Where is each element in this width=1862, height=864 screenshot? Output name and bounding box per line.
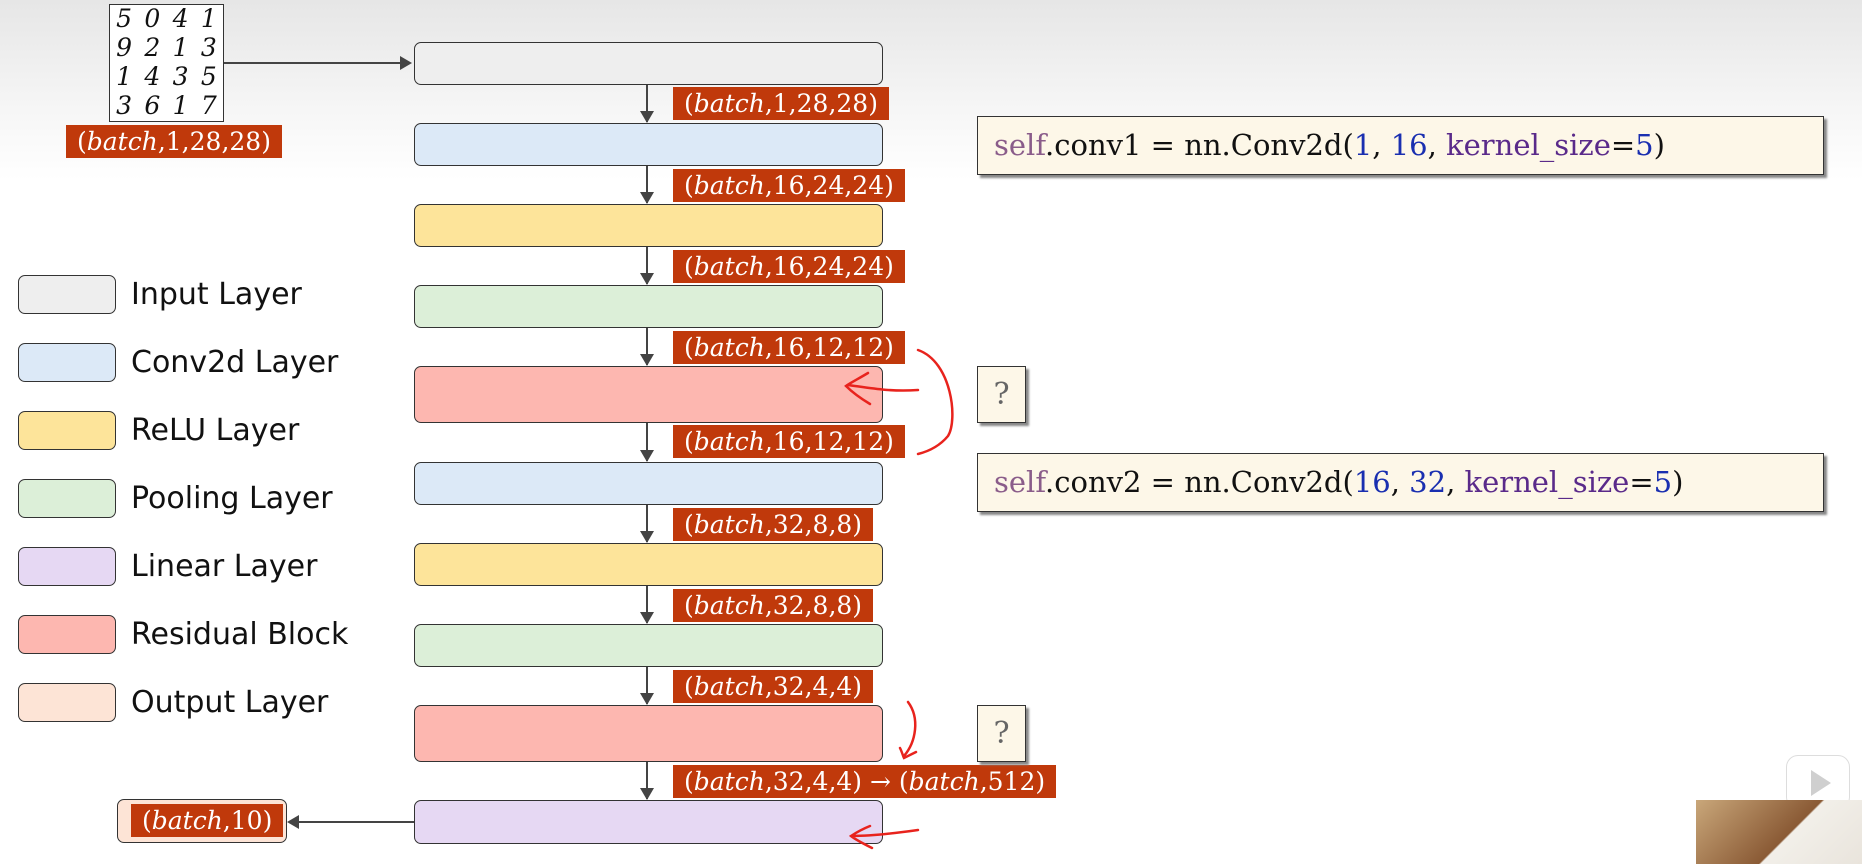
digit: 3 [200,33,217,62]
code-conv1: self.conv1 = nn.Conv2d(1, 16, kernel_siz… [977,116,1824,175]
legend-label-linear: Linear Layer [131,549,318,584]
digit: 2 [144,33,161,62]
legend-label-input: Input Layer [131,277,302,312]
pooling-layer-block-2 [414,624,883,667]
flow-arrow [640,166,654,204]
legend-swatch-relu [18,411,116,450]
flow-arrow [640,247,654,285]
input-layer-block [414,42,883,85]
digit: 1 [116,62,133,91]
digit: 5 [200,62,217,91]
digit: 1 [172,91,189,120]
legend-swatch-pooling [18,479,116,518]
digit: 1 [172,33,189,62]
flow-arrow [640,505,654,543]
conv2d-layer-block-2 [414,462,883,505]
question-box-residual-2: ? [977,705,1026,762]
shape-label: (batch,16,12,12) [673,425,905,458]
shape-label: (batch,32,8,8) [673,589,874,622]
legend-swatch-output [18,683,116,722]
digit: 6 [144,91,161,120]
digit: 0 [144,4,161,33]
flow-arrow [640,762,654,800]
annotation-bracket-residual-2 [898,700,918,760]
digit: 3 [172,62,189,91]
annotation-bracket-residual-1 [916,348,954,456]
shape-label: (batch,32,4,4) [673,670,874,703]
question-box-residual-1: ? [977,366,1026,423]
flow-arrow [640,586,654,624]
image-to-input-arrow [224,62,402,64]
digit: 1 [200,4,217,33]
linear-to-output-arrow [298,821,414,823]
legend-label-pooling: Pooling Layer [131,481,333,516]
digit: 4 [144,62,161,91]
legend-swatch-conv2d [18,343,116,382]
legend-label-output: Output Layer [131,685,329,720]
residual-block-2 [414,705,883,762]
flow-arrow [640,328,654,366]
flow-arrow [640,85,654,123]
presenter-thumbnail [1696,800,1862,864]
shape-label: (batch,16,24,24) [673,250,905,283]
shape-label: (batch,32,8,8) [673,508,874,541]
digit: 3 [116,91,133,120]
flatten-shape-label: (batch,32,4,4) → (batch,512) [673,765,1057,798]
relu-layer-block-2 [414,543,883,586]
annotation-arrow-residual-1 [844,371,920,406]
input-shape-label: (batch,1,28,28) [66,125,282,158]
digit: 9 [116,33,133,62]
legend-label-residual: Residual Block [131,617,349,652]
residual-block-1 [414,366,883,423]
pooling-layer-block-1 [414,285,883,328]
linear-to-output-arrowhead [287,815,299,829]
digit: 7 [200,91,217,120]
conv2d-layer-block-1 [414,123,883,166]
digit: 5 [116,4,133,33]
relu-layer-block-1 [414,204,883,247]
output-layer-block: (batch,10) [117,799,287,843]
legend-swatch-residual [18,615,116,654]
flow-arrow [640,667,654,705]
legend-label-relu: ReLU Layer [131,413,300,448]
flow-arrow [640,423,654,462]
legend-label-conv2d: Conv2d Layer [131,345,339,380]
image-to-input-arrowhead [400,56,412,70]
code-conv2: self.conv2 = nn.Conv2d(16, 32, kernel_si… [977,453,1824,512]
digit: 4 [172,4,189,33]
linear-layer-block [414,800,883,844]
output-shape-label: (batch,10) [131,804,284,837]
shape-label: (batch,16,12,12) [673,331,905,364]
legend-swatch-input [18,275,116,314]
shape-label: (batch,1,28,28) [673,87,889,120]
shape-label: (batch,16,24,24) [673,169,905,202]
legend-swatch-linear [18,547,116,586]
annotation-arrow-linear [848,824,920,850]
